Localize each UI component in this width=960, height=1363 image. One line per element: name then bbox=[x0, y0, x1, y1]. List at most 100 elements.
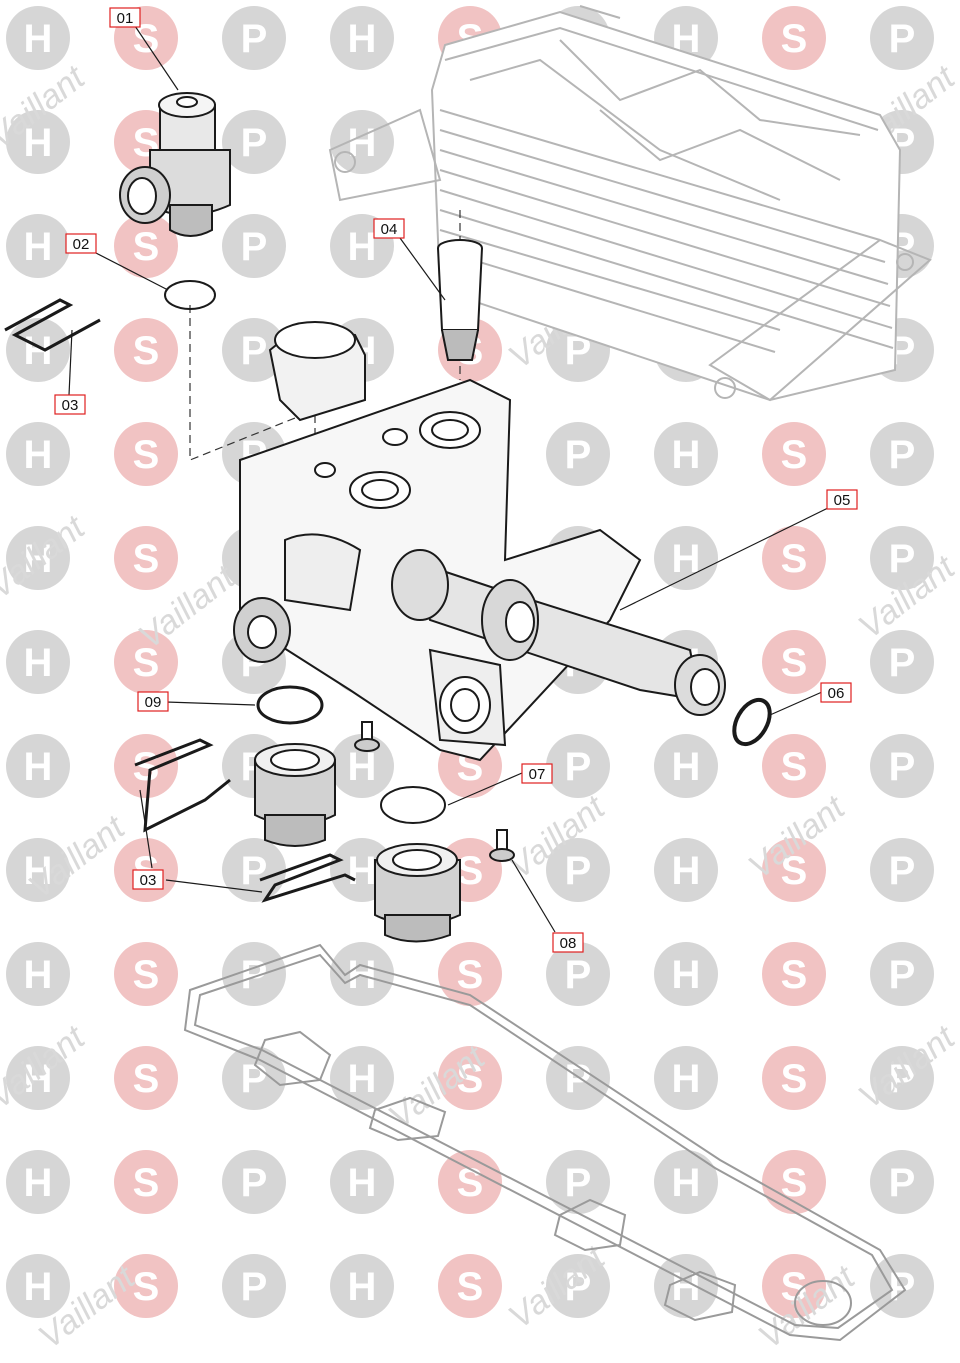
part-label-text: 08 bbox=[560, 935, 577, 952]
part-label-01[interactable]: 01 bbox=[109, 7, 141, 28]
part-label-08[interactable]: 08 bbox=[552, 932, 584, 953]
watermark-letter: H bbox=[672, 953, 701, 997]
watermark-disc bbox=[870, 838, 934, 902]
watermark-letter: S bbox=[133, 1161, 160, 1205]
part-label-text: 05 bbox=[834, 492, 851, 509]
fitting-drawings bbox=[254, 743, 461, 943]
watermark-letter: P bbox=[241, 953, 268, 997]
watermark-letter: S bbox=[133, 329, 160, 373]
watermark-disc bbox=[6, 422, 70, 486]
watermark-disc bbox=[762, 630, 826, 694]
part-label-text: 04 bbox=[381, 221, 398, 238]
watermark-letter: S bbox=[781, 1161, 808, 1205]
part-label-text: 07 bbox=[529, 766, 546, 783]
watermark-letter: P bbox=[889, 849, 916, 893]
watermark-letter: H bbox=[348, 849, 377, 893]
part-label-09[interactable]: 09 bbox=[137, 691, 169, 712]
watermark-disc bbox=[330, 942, 394, 1006]
part-label-03[interactable]: 03 bbox=[132, 869, 164, 890]
watermark-disc bbox=[870, 422, 934, 486]
watermark-disc bbox=[222, 1254, 286, 1318]
o-ring-02-drawing bbox=[164, 280, 216, 310]
watermark-letter: H bbox=[24, 17, 53, 61]
part-label-box bbox=[137, 691, 169, 712]
watermark-letter: H bbox=[672, 745, 701, 789]
watermark-letter: P bbox=[889, 17, 916, 61]
watermark-disc bbox=[114, 734, 178, 798]
watermark-disc bbox=[222, 942, 286, 1006]
watermark-disc bbox=[762, 1150, 826, 1214]
watermark-letter: H bbox=[348, 1161, 377, 1205]
watermark-disc bbox=[6, 942, 70, 1006]
watermark-letter: S bbox=[133, 433, 160, 477]
leader-lines bbox=[68, 25, 829, 933]
watermark-letter: P bbox=[565, 849, 592, 893]
watermark-letter: H bbox=[24, 849, 53, 893]
watermark-letter: P bbox=[241, 225, 268, 269]
watermark-disc bbox=[222, 6, 286, 70]
watermark-letter: S bbox=[781, 433, 808, 477]
watermark-letter: P bbox=[241, 1057, 268, 1101]
part-label-box bbox=[65, 233, 97, 254]
watermark-disc bbox=[762, 1046, 826, 1110]
watermark-letter: H bbox=[672, 1057, 701, 1101]
watermark-disc bbox=[114, 1046, 178, 1110]
watermark-letter: H bbox=[24, 745, 53, 789]
watermark-letter: S bbox=[133, 225, 160, 269]
part-labels: 01 02 03 03 04 05 06 07 08 09 bbox=[54, 7, 858, 953]
o-ring-07-drawing bbox=[380, 786, 446, 824]
watermark-disc bbox=[6, 838, 70, 902]
watermark-letter: S bbox=[457, 953, 484, 997]
watermark-disc bbox=[330, 1254, 394, 1318]
watermark-disc bbox=[654, 734, 718, 798]
part-label-04[interactable]: 04 bbox=[373, 218, 405, 239]
watermark-disc bbox=[114, 526, 178, 590]
watermark-disc bbox=[6, 1046, 70, 1110]
watermark-disc bbox=[222, 214, 286, 278]
part-label-02[interactable]: 02 bbox=[65, 233, 97, 254]
watermark-letter: P bbox=[565, 1057, 592, 1101]
watermark-disc bbox=[6, 214, 70, 278]
watermark-disc bbox=[330, 110, 394, 174]
watermark-disc bbox=[114, 1150, 178, 1214]
watermark-disc bbox=[222, 318, 286, 382]
watermark-letter: P bbox=[241, 121, 268, 165]
watermark-disc bbox=[114, 318, 178, 382]
watermark-letter: S bbox=[133, 1057, 160, 1101]
part-label-text: 03 bbox=[140, 872, 157, 889]
watermark-letter: S bbox=[133, 953, 160, 997]
watermark-disc bbox=[762, 526, 826, 590]
watermark-disc bbox=[546, 838, 610, 902]
watermark-disc bbox=[114, 942, 178, 1006]
watermark-disc bbox=[654, 838, 718, 902]
part-label-box bbox=[826, 489, 858, 510]
watermark-disc bbox=[330, 6, 394, 70]
watermark-letter: S bbox=[457, 1161, 484, 1205]
part-label-06[interactable]: 06 bbox=[820, 682, 852, 703]
watermark-letter: H bbox=[672, 849, 701, 893]
watermark-letter: P bbox=[889, 1161, 916, 1205]
watermark-letter: P bbox=[241, 329, 268, 373]
part-label-text: 09 bbox=[145, 694, 162, 711]
watermark-letter: S bbox=[457, 1265, 484, 1309]
watermark-letter: H bbox=[348, 1265, 377, 1309]
part-label-text: 02 bbox=[73, 236, 90, 253]
watermark-letter: H bbox=[24, 433, 53, 477]
watermark-disc bbox=[114, 214, 178, 278]
part-label-05[interactable]: 05 bbox=[826, 489, 858, 510]
watermark-disc bbox=[546, 1254, 610, 1318]
part-label-07[interactable]: 07 bbox=[521, 763, 553, 784]
part-label-03[interactable]: 03 bbox=[54, 394, 86, 415]
part-label-box bbox=[521, 763, 553, 784]
watermark-disc bbox=[654, 422, 718, 486]
watermark-letter: S bbox=[781, 1057, 808, 1101]
watermark-letter: H bbox=[24, 641, 53, 685]
screw-drawings bbox=[354, 721, 515, 862]
hydraulic-block-drawing bbox=[233, 321, 726, 762]
watermark-letter: S bbox=[457, 1057, 484, 1101]
watermark-disc bbox=[222, 1150, 286, 1214]
watermark-disc bbox=[438, 1254, 502, 1318]
watermark-disc bbox=[654, 526, 718, 590]
watermark-letter: H bbox=[348, 1057, 377, 1101]
